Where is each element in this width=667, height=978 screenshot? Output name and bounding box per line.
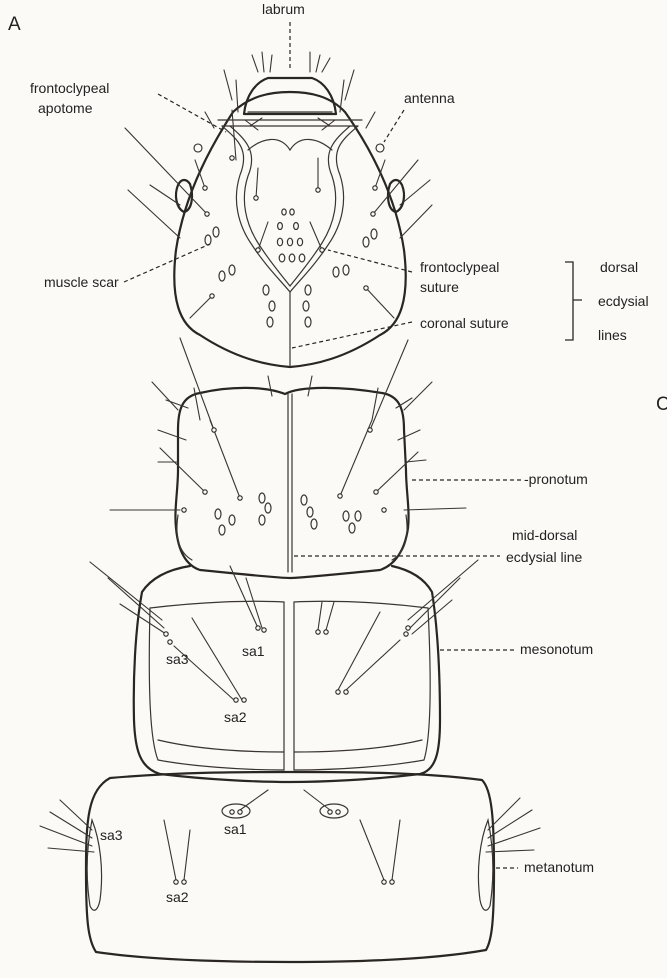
label-meso-sa3: sa3 — [166, 651, 189, 667]
label-mid-dorsal-1: mid-dorsal — [512, 527, 577, 543]
metanotum-outline — [86, 772, 494, 962]
antenna-socket-right — [376, 144, 384, 152]
label-muscle-scar: muscle scar — [44, 274, 119, 290]
frontoclypeal-suture-left — [222, 126, 290, 292]
pronotum-sockets — [182, 428, 386, 512]
frontoclypeal-suture-right — [290, 126, 358, 292]
head-capsule — [125, 52, 432, 367]
mesonotum-outline — [134, 566, 440, 782]
label-coronal-suture: coronal suture — [420, 315, 509, 331]
label-meta-sa1: sa1 — [224, 821, 247, 837]
metanotum-right-lobe — [478, 820, 492, 910]
label-frontoclypeal-suture-1: frontoclypeal — [420, 259, 499, 275]
pronotum-lateral-lip-right — [392, 515, 407, 560]
label-labrum: labrum — [262, 1, 305, 17]
leader-frontoclypeal-apotome — [158, 94, 226, 132]
label-dorsal: dorsal — [600, 259, 638, 275]
mesonotum-right-inner-curve — [294, 740, 422, 752]
ecdysial-bracket — [565, 262, 582, 340]
label-mid-dorsal-2: ecdysial line — [506, 549, 582, 565]
label-frontoclypeal-apotome-1: frontoclypeal — [30, 80, 109, 96]
label-pronotum: -pronotum — [524, 471, 588, 487]
label-meta-sa2: sa2 — [166, 889, 189, 905]
frontoclypeal-suture-right-inner — [290, 126, 350, 286]
mesonotum-left-inner-curve — [158, 740, 284, 752]
leader-muscle-scar — [124, 244, 210, 282]
mesonotum-left-plate — [149, 601, 284, 770]
label-frontoclypeal-suture-2: suture — [420, 279, 459, 295]
frons-arch — [248, 139, 332, 150]
label-lines: lines — [598, 327, 627, 343]
panel-letter-a: A — [8, 14, 21, 35]
mesonotum: sa3 sa1 sa2 mesonotum — [90, 560, 593, 782]
metanotum: sa3 sa1 sa2 metanotum — [40, 772, 594, 962]
label-frontoclypeal-apotome-2: apotome — [38, 100, 93, 116]
leader-frontoclypeal-suture — [328, 250, 412, 272]
head-muscle-scars — [205, 209, 377, 327]
metanotum-sockets — [174, 810, 394, 884]
label-meta-sa3: sa3 — [100, 827, 123, 843]
label-metanotum: metanotum — [524, 859, 594, 875]
label-ecdysial: ecdysial — [598, 293, 649, 309]
label-meso-sa2: sa2 — [224, 709, 247, 725]
pronotum-lateral-lip-left — [177, 515, 192, 560]
pronotum: -pronotum mid-dorsal ecdysial line — [110, 338, 588, 578]
label-antenna: antenna — [404, 90, 455, 106]
antenna-socket-left — [194, 144, 202, 152]
label-meso-sa1: sa1 — [242, 643, 265, 659]
head-setal-sockets — [203, 156, 377, 298]
leader-antenna — [384, 110, 404, 142]
panel-letter-c: C — [656, 394, 667, 415]
label-mesonotum: mesonotum — [520, 641, 593, 657]
mesonotum-sockets — [164, 626, 410, 702]
